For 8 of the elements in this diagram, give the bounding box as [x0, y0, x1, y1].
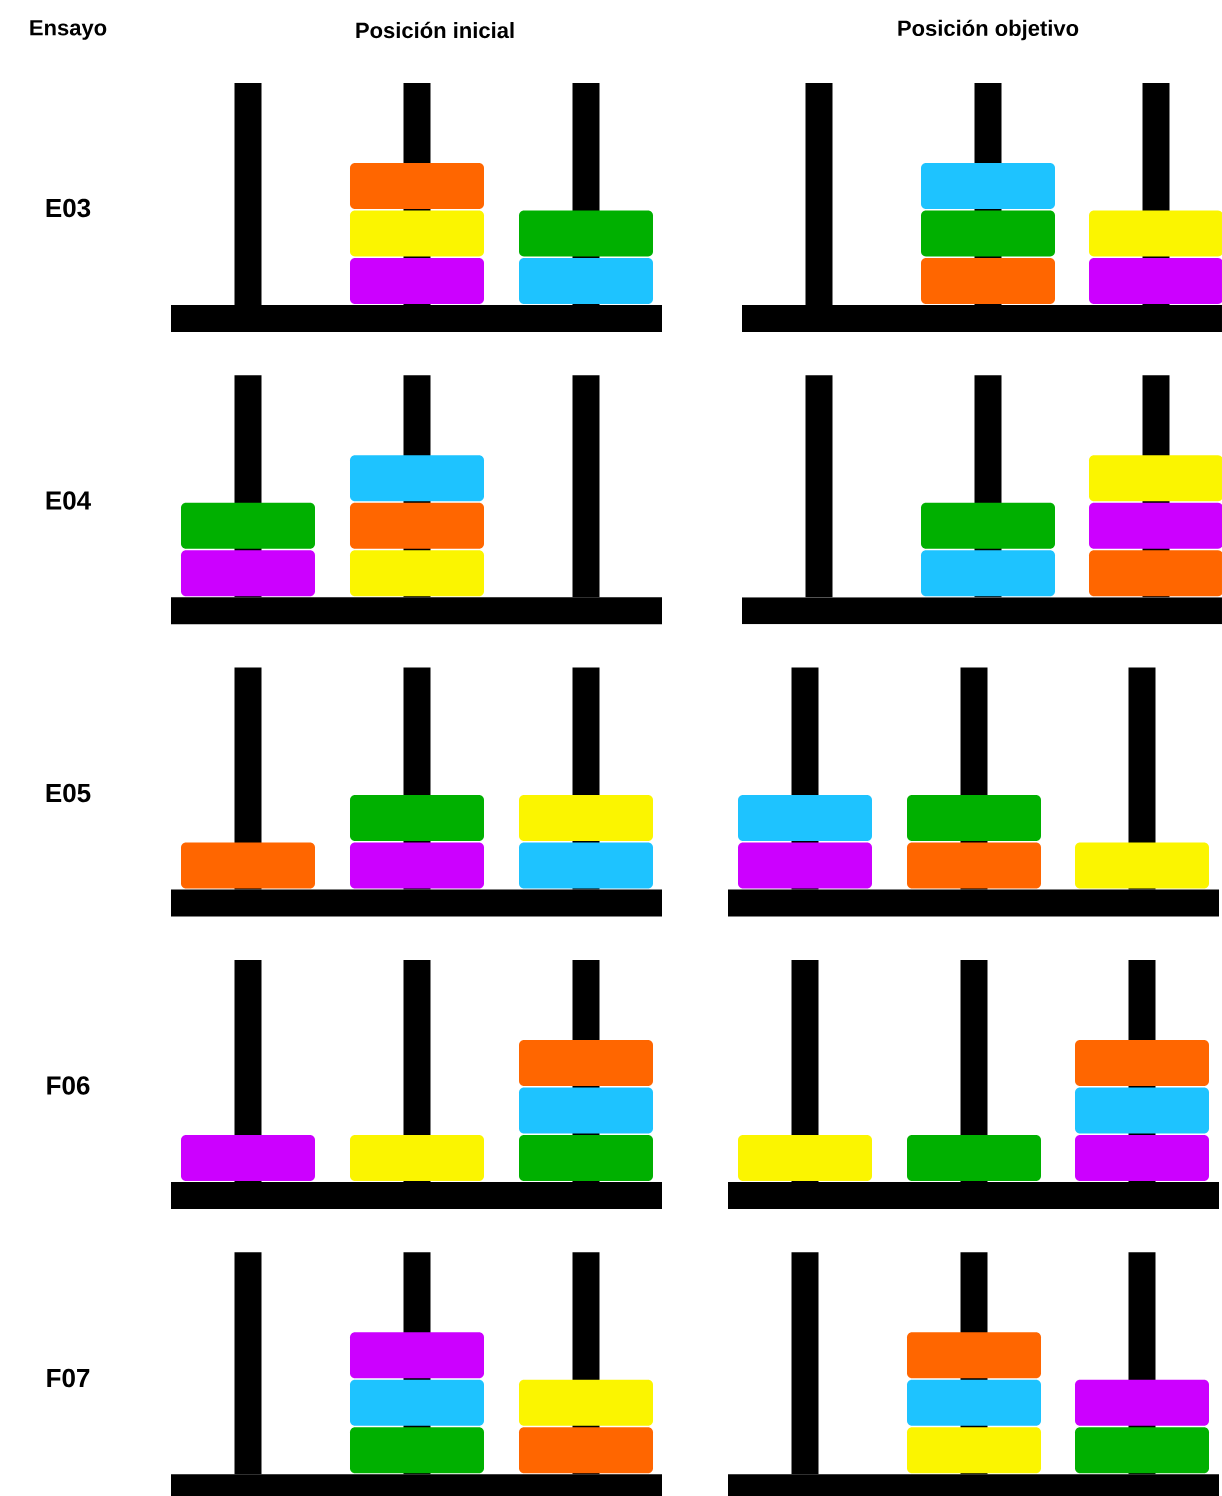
- column-header: Ensayo: [30, 20, 107, 40]
- row-label: F06: [47, 1076, 90, 1095]
- row-label: E04: [46, 491, 91, 510]
- row-label: E03: [46, 198, 91, 218]
- row-label: E05: [46, 783, 91, 803]
- column-header: Posición inicial: [356, 21, 514, 39]
- column-header: Posición objetivo: [898, 19, 1079, 41]
- row-label: F07: [47, 1368, 90, 1388]
